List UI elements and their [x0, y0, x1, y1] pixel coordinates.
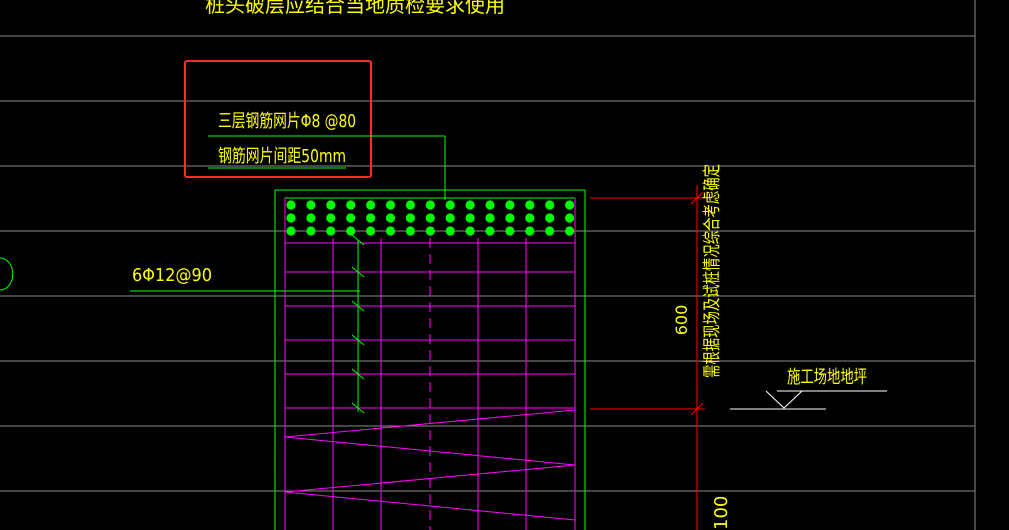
mesh-bar-dot	[425, 200, 435, 210]
mesh-bar-dot	[485, 226, 495, 236]
mesh-bar-dot	[545, 200, 555, 210]
mesh-bar-dot	[366, 213, 376, 223]
mesh-bar-dot	[346, 226, 356, 236]
mesh-bar-dot	[286, 213, 296, 223]
mesh-bar-dot	[306, 226, 316, 236]
callout-line2: 钢筋网片间距50mm	[218, 146, 346, 167]
mesh-bar-dot	[445, 213, 455, 223]
ground-level-symbol	[730, 390, 887, 410]
mesh-bar-dot	[505, 200, 515, 210]
mesh-bar-dot	[326, 226, 336, 236]
mesh-bar-dot	[425, 226, 435, 236]
mesh-bar-dot	[525, 213, 535, 223]
mesh-bar-dot	[465, 213, 475, 223]
rebar-leader	[351, 234, 365, 414]
mesh-bar-dot	[545, 226, 555, 236]
mesh-bar-dot	[465, 226, 475, 236]
mesh-bar-dot	[565, 213, 575, 223]
mesh-bar-dots	[286, 200, 575, 236]
rebar-grid	[284, 198, 576, 530]
mesh-bar-dot	[286, 200, 296, 210]
dimension-lines	[590, 185, 705, 530]
mesh-bar-dot	[425, 213, 435, 223]
mesh-bar-dot	[366, 200, 376, 210]
dimension-600: 600	[672, 305, 691, 336]
callout-highlight-box[interactable]	[184, 60, 372, 178]
mesh-bar-dot	[445, 226, 455, 236]
mesh-bar-dot	[445, 200, 455, 210]
mesh-bar-dot	[385, 213, 396, 223]
mesh-bar-dot	[346, 213, 356, 223]
mesh-bar-dot	[306, 213, 316, 223]
vertical-note: 需根据现场及试桩情况综合考虑确定	[702, 164, 723, 378]
mesh-bar-dot	[385, 226, 396, 236]
mesh-bar-dot	[505, 213, 515, 223]
mesh-bar-dot	[326, 213, 336, 223]
mesh-bar-dot	[306, 200, 316, 210]
mesh-bar-dot	[326, 200, 336, 210]
mesh-bar-dot	[346, 200, 356, 210]
top-note-text: 桩头破层应结合当地质检要求使用	[205, 0, 505, 17]
mesh-bar-dot	[485, 213, 495, 223]
mesh-bar-dot	[525, 226, 535, 236]
grid-bubble-fragment	[0, 257, 14, 291]
mesh-bar-dot	[465, 200, 475, 210]
mesh-bar-dot	[405, 226, 415, 236]
paper-rule-lines	[0, 0, 976, 530]
mesh-bar-dot	[565, 200, 575, 210]
mesh-bar-dot	[405, 200, 415, 210]
mesh-bar-dot	[565, 226, 575, 236]
mesh-bar-dot	[405, 213, 415, 223]
mesh-bar-dot	[286, 226, 296, 236]
mesh-bar-dot	[545, 213, 555, 223]
rebar-label: 6Φ12@90	[132, 265, 212, 286]
site-ground-label: 施工场地地坪	[787, 367, 867, 388]
dimension-100: 100	[711, 496, 732, 530]
mesh-bar-dot	[485, 200, 495, 210]
mesh-bar-dot	[385, 200, 396, 210]
mesh-bar-dot	[366, 226, 376, 236]
callout-line1: 三层钢筋网片Φ8 @80	[218, 111, 356, 132]
mesh-bar-dot	[525, 200, 535, 210]
mesh-bar-dot	[505, 226, 515, 236]
